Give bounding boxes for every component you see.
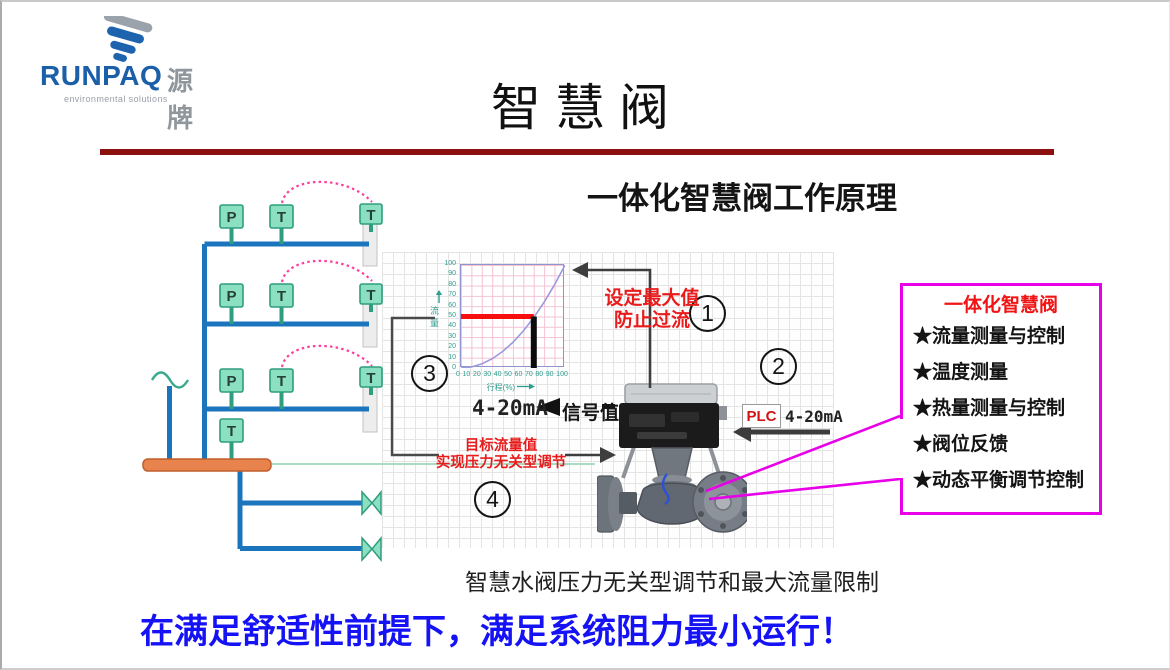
x-tick-label: 50 (504, 371, 512, 378)
feature-item: ★流量测量与控制 (913, 326, 1066, 347)
page-title: 智慧阀 (491, 79, 683, 137)
feature-item: ★动态平衡调节控制 (913, 470, 1085, 491)
diagram-heading: 一体化智慧阀工作原理 (587, 181, 897, 216)
sensor-label: P (226, 288, 236, 305)
plc-box: PLC (742, 404, 781, 428)
chart-x-axis-label: 行程(%) (466, 382, 556, 393)
step-circle-1: 1 (689, 295, 726, 332)
x-tick-label: 70 (524, 371, 533, 378)
sensor-boxes: P T P T P T T T T T (219, 203, 383, 443)
max-value-note: 设定最大值 防止过流 (600, 288, 704, 332)
chart-plot (460, 264, 565, 368)
y-tick-label: 30 (448, 332, 456, 340)
building-piping-schematic: P T P T P T T T T T (142, 180, 383, 563)
diagram-caption: 智慧水阀压力无关型调节和最大流量限制 (465, 569, 879, 595)
y-tick-label: 80 (448, 280, 456, 288)
y-tick-label: 40 (448, 322, 456, 330)
runpaq-logo: RUNPAQ 源牌 environmental solutions (20, 10, 210, 133)
feature-item: ★阀位反馈 (913, 434, 1009, 455)
y-tick-label: 90 (448, 270, 456, 278)
step-circle-4: 4 (474, 481, 511, 518)
valve-illustration (597, 383, 747, 533)
temp-sensor-box (269, 368, 294, 393)
sensor-stems (229, 223, 373, 459)
signal-value-label: 信号值 (562, 403, 620, 424)
logo-brand-text: RUNPAQ (40, 60, 163, 91)
y-tick-label: 20 (448, 343, 456, 351)
y-tick-label: 0 (452, 363, 456, 371)
pressure-sensor-box (219, 204, 244, 229)
x-tick-label: 0 (456, 371, 460, 378)
target-note-line1: 目标流量值 (464, 438, 538, 454)
logo-tagline: environmental solutions (64, 94, 168, 104)
sensor-label: T (366, 370, 375, 387)
callout-notch (898, 419, 903, 478)
sensor-label: P (226, 209, 236, 226)
sensor-label: T (227, 423, 236, 440)
feature-item: ★温度测量 (913, 362, 1009, 383)
max-note-line2: 防止过流 (613, 310, 690, 331)
sensor-label: P (226, 373, 236, 390)
feature-item: ★热量测量与控制 (913, 398, 1066, 419)
step-circle-2: 2 (760, 348, 797, 385)
x-axis-label-text: 行程(%) (486, 383, 516, 392)
footer-statement: 在满足舒适性前提下，满足系统阻力最小运行！ (140, 613, 854, 651)
target-flow-note: 目标流量值 实现压力无关型调节 (432, 438, 570, 472)
logo-brand-cn-text: 源牌 (167, 66, 196, 133)
riser-temp-sensor-box (359, 283, 383, 305)
temp-sensor-box (269, 283, 294, 308)
pressure-sensor-box (219, 283, 244, 308)
x-axis-right-arrow-icon (517, 383, 536, 390)
sensor-label: T (366, 207, 375, 224)
tornado-logo-icon (103, 16, 153, 62)
y-tick-label: 50 (448, 311, 456, 319)
y-tick-label: 60 (448, 301, 456, 309)
y-tick-label: 70 (448, 291, 456, 299)
temp-sensor-box (269, 204, 294, 229)
chart-curve (461, 265, 565, 368)
sensor-label: T (366, 287, 375, 304)
riser-temp-sensor-box (359, 366, 383, 388)
y-tick-label: 100 (444, 260, 456, 267)
manifold-header-bar (142, 458, 272, 472)
x-tick-label: 20 (472, 371, 481, 378)
return-pipe-line (272, 463, 595, 465)
signal-range-label: 4-20mA (472, 396, 548, 420)
max-note-line1: 设定最大值 (604, 288, 700, 309)
riser-temp-sensor-box (359, 203, 383, 225)
y-tick-label: 10 (448, 353, 456, 361)
x-tick-label: 40 (493, 371, 502, 378)
title-divider (100, 149, 1054, 155)
target-note-line2: 实现压力无关型调节 (435, 455, 567, 471)
supply-pipes (167, 241, 369, 551)
pressure-sensor-box (219, 368, 244, 393)
x-tick-label: 10 (462, 371, 471, 378)
feature-box-title: 一体化智慧阀 (943, 295, 1058, 316)
temp-sensor-box (219, 418, 244, 443)
x-tick-label: 100 (556, 371, 568, 378)
x-tick-label: 30 (483, 371, 492, 378)
x-tick-label: 60 (514, 371, 523, 378)
feature-box: 一体化智慧阀 ★流量测量与控制 ★温度测量 ★热量测量与控制 ★阀位反馈 ★动态… (900, 283, 1102, 515)
sensor-label: T (277, 209, 286, 226)
x-tick-label: 90 (545, 371, 554, 378)
squiggle-icon (150, 371, 190, 389)
riser-units (362, 221, 378, 433)
step-circle-3: 3 (411, 355, 448, 392)
sensor-label: T (277, 373, 286, 390)
valve-symbols (361, 489, 382, 563)
y-axis-up-arrow-icon (435, 290, 443, 303)
sensor-label: T (277, 288, 286, 305)
plc-signal-label: 4-20mA (785, 407, 843, 426)
x-tick-label: 80 (535, 371, 544, 378)
sensor-signal-dotted-curves (280, 180, 373, 368)
